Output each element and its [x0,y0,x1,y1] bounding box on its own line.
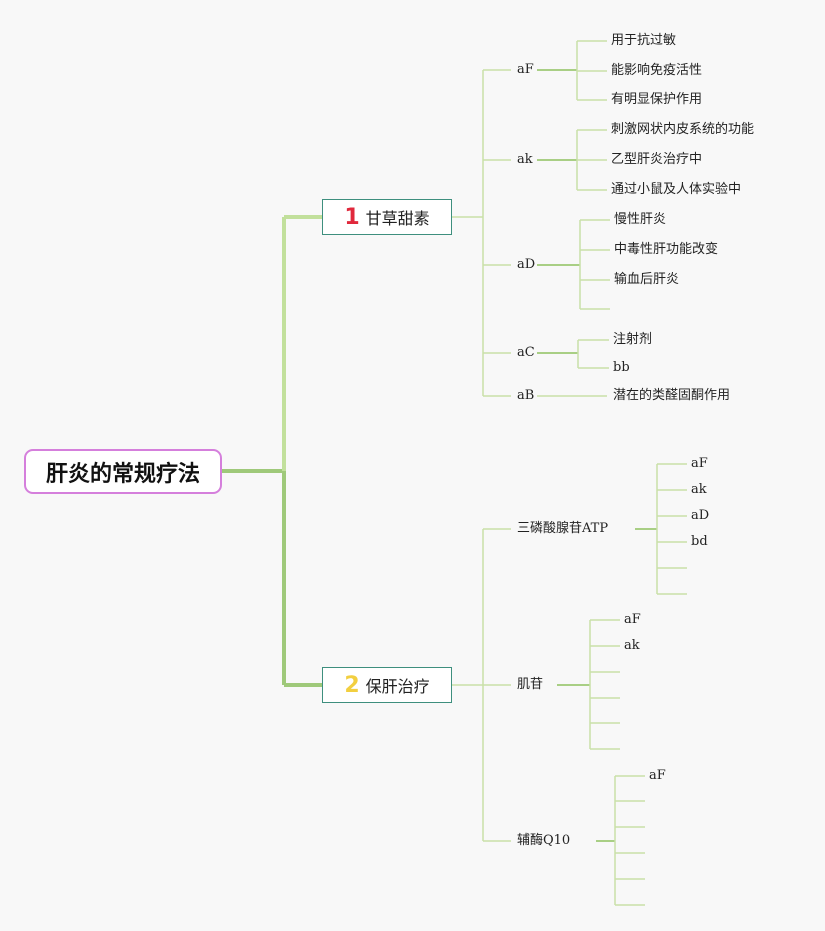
branch-0-child-1-leaf-1[interactable]: 乙型肝炎治疗中 [611,152,703,167]
branch-number-2: 2 [344,672,360,698]
branch-1-child-0-label[interactable]: 三磷酸腺苷ATP [517,521,609,536]
branch-0-child-2-leaf-2[interactable]: 输血后肝炎 [614,272,680,287]
branch-0-child-3-label[interactable]: aC [517,345,535,360]
branch-1-child-0-leaf-0[interactable]: aF [691,456,708,471]
branch-0-child-0-leaf-0[interactable]: 用于抗过敏 [611,33,677,48]
branch-1-child-1-leaf-0[interactable]: aF [624,612,641,627]
branch-1-child-2-label[interactable]: 辅酶Q10 [517,833,571,848]
branch-glycyrrhizin[interactable]: 1 甘草甜素 [322,199,452,235]
branch-0-child-3-leaf-1[interactable]: bb [613,360,630,375]
root-topic[interactable]: 肝炎的常规疗法 [24,449,222,494]
branch-0-child-1-leaf-2[interactable]: 通过小鼠及人体实验中 [611,182,742,197]
branch-1-child-0-leaf-1[interactable]: ak [691,482,707,497]
branch-0-child-0-leaf-2[interactable]: 有明显保护作用 [611,92,703,107]
branch-0-child-2-leaf-0[interactable]: 慢性肝炎 [614,212,667,227]
branch-0-child-4-leaf-0[interactable]: 潜在的类醛固酮作用 [613,388,731,403]
branch-0-child-3-leaf-0[interactable]: 注射剂 [613,332,653,347]
branch-0-child-4-label[interactable]: aB [517,388,535,403]
branch-number-1: 1 [344,204,360,230]
branch-0-child-2-leaf-1[interactable]: 中毒性肝功能改变 [614,242,719,257]
branch-label-glycyrrhizin: 甘草甜素 [365,209,430,228]
branch-0-child-0-label[interactable]: aF [517,62,534,77]
branch-0-child-1-leaf-0[interactable]: 刺激网状内皮系统的功能 [611,122,755,137]
branch-1-child-2-leaf-0[interactable]: aF [649,768,666,783]
branch-label-liver-protection: 保肝治疗 [365,677,430,696]
branch-0-child-0-leaf-1[interactable]: 能影响免疫活性 [611,63,703,78]
root-topic-label: 肝炎的常规疗法 [45,461,200,487]
branch-1-child-1-leaf-1[interactable]: ak [624,638,640,653]
branch-1-child-0-leaf-3[interactable]: bd [691,534,708,549]
branch-liver-protection[interactable]: 2 保肝治疗 [322,667,452,703]
branch-0-child-1-label[interactable]: ak [517,152,533,167]
branch-0-child-2-label[interactable]: aD [517,257,536,272]
branch-1-child-1-label[interactable]: 肌苷 [517,677,544,692]
branch-1-child-0-leaf-2[interactable]: aD [691,508,710,523]
